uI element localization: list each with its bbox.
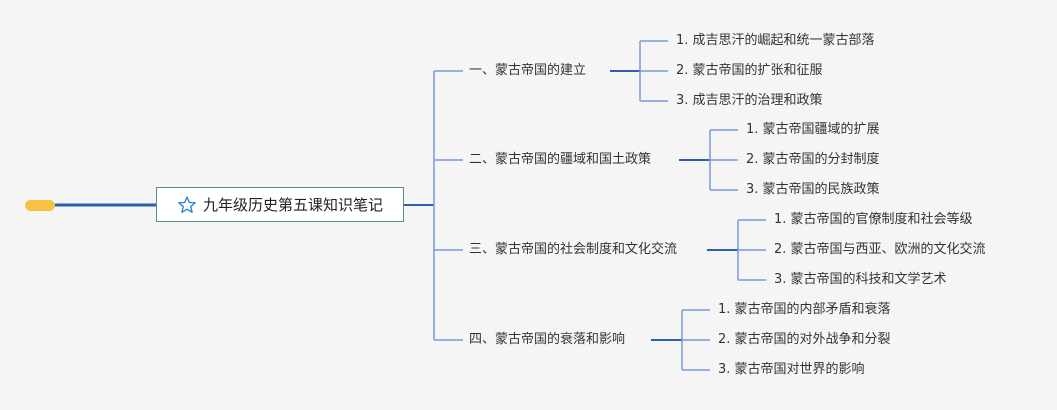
- topic-4-child-2[interactable]: 2. 蒙古帝国的对外战争和分裂: [718, 332, 891, 347]
- star-icon: [178, 195, 196, 213]
- topic-2-child-2[interactable]: 2. 蒙古帝国的分封制度: [746, 152, 880, 167]
- topic-3-child-3[interactable]: 3. 蒙古帝国的科技和文学艺术: [774, 272, 947, 287]
- root-handle[interactable]: [25, 200, 55, 211]
- topic-2[interactable]: 二、蒙古帝国的疆域和国土政策: [469, 152, 652, 167]
- topic-2-child-3[interactable]: 3. 蒙古帝国的民族政策: [746, 182, 880, 197]
- topic-4-child-1[interactable]: 1. 蒙古帝国的内部矛盾和衰落: [718, 302, 891, 317]
- topic-4-child-3[interactable]: 3. 蒙古帝国对世界的影响: [718, 362, 865, 377]
- topic-1-child-2[interactable]: 2. 蒙古帝国的扩张和征服: [676, 63, 823, 78]
- topic-1[interactable]: 一、蒙古帝国的建立: [469, 63, 587, 78]
- topic-3-child-1[interactable]: 1. 蒙古帝国的官僚制度和社会等级: [774, 212, 973, 227]
- topic-4[interactable]: 四、蒙古帝国的衰落和影响: [469, 332, 626, 347]
- topic-2-child-1[interactable]: 1. 蒙古帝国疆域的扩展: [746, 122, 880, 137]
- topic-1-child-3[interactable]: 3. 成吉思汗的治理和政策: [676, 93, 823, 108]
- topic-3-child-2[interactable]: 2. 蒙古帝国与西亚、欧洲的文化交流: [774, 242, 986, 257]
- root-node[interactable]: 九年级历史第五课知识笔记: [156, 187, 404, 222]
- root-title: 九年级历史第五课知识笔记: [202, 196, 383, 214]
- topic-3[interactable]: 三、蒙古帝国的社会制度和文化交流: [469, 242, 678, 257]
- topic-1-child-1[interactable]: 1. 成吉思汗的崛起和统一蒙古部落: [676, 33, 875, 48]
